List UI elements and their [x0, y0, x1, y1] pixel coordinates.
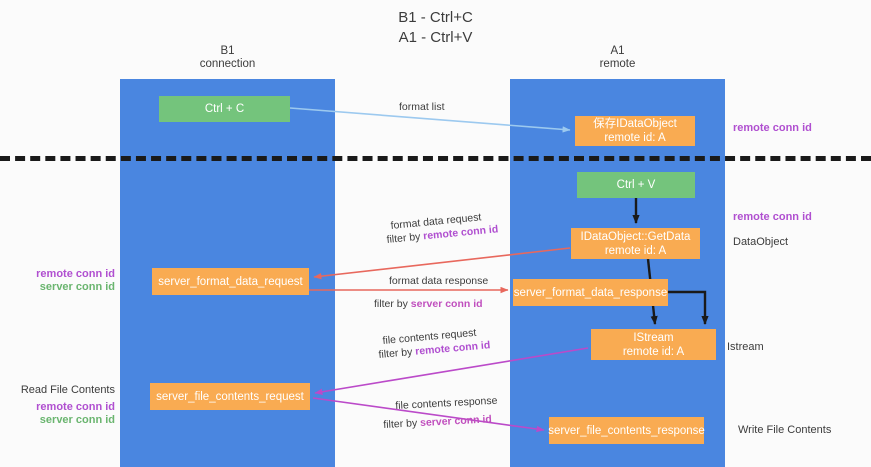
- lane-header-b1-name: B1: [220, 45, 235, 57]
- filter-prefix: filter by: [383, 417, 421, 431]
- phase-divider: [0, 156, 871, 161]
- edge-label-format-list: format list: [399, 101, 445, 113]
- node-server-file-contents-response-label: server_file_contents_response: [548, 424, 705, 437]
- note-text: remote conn id: [733, 211, 812, 223]
- note-right-istream: Istream: [727, 341, 764, 354]
- node-ctrl-c[interactable]: Ctrl + C: [159, 96, 290, 122]
- note-right-remote-conn-id-mid: remote conn id: [733, 211, 812, 224]
- node-idataobject-getdata-sublabel: remote id: A: [604, 244, 667, 257]
- title-line-1: B1 - Ctrl+C: [398, 9, 473, 26]
- note-text-remote: remote conn id: [36, 268, 115, 280]
- filter-prefix: filter by: [374, 298, 411, 310]
- lane-header-a1-name: A1: [610, 45, 625, 57]
- note-left-conn-ids-bottom: remote conn id server conn id: [20, 401, 115, 427]
- note-text-remote: remote conn id: [36, 401, 115, 413]
- edge-label-format-data-response-filter: filter by server conn id: [374, 297, 483, 311]
- node-server-file-contents-request-label: server_file_contents_request: [156, 390, 304, 403]
- note-text: remote conn id: [733, 122, 812, 134]
- note-text: Read File Contents: [20, 384, 115, 396]
- note-right-write-file-contents: Write File Contents: [738, 424, 831, 437]
- node-idataobject-getdata-label: IDataObject::GetData: [580, 230, 691, 243]
- node-save-idataobject-sublabel: remote id: A: [604, 132, 666, 144]
- node-ctrl-v[interactable]: Ctrl + V: [577, 172, 695, 198]
- lane-header-b1: B1 connection: [120, 45, 335, 71]
- lane-header-b1-subtitle: connection: [199, 58, 256, 70]
- node-save-idataobject-label: 保存IDataObject: [593, 118, 677, 130]
- note-right-remote-conn-id-top: remote conn id: [733, 122, 812, 135]
- filter-key-server-conn-id: server conn id: [419, 413, 493, 430]
- note-left-read-file-contents: Read File Contents: [20, 384, 115, 397]
- node-server-format-data-response[interactable]: server_format_data_response: [513, 279, 668, 306]
- lane-header-a1: A1 remote: [510, 45, 725, 71]
- filter-prefix: filter by: [378, 345, 416, 361]
- note-text-server: server conn id: [39, 414, 115, 426]
- node-istream[interactable]: IStream remote id: A: [591, 329, 716, 360]
- edge-label-file-contents-response-filter: filter by server conn id: [383, 412, 492, 432]
- page-title: B1 - Ctrl+C A1 - Ctrl+V: [0, 8, 871, 48]
- note-right-dataobject: DataObject: [733, 236, 788, 249]
- note-left-conn-ids-mid: remote conn id server conn id: [20, 268, 115, 294]
- node-save-idataobject[interactable]: 保存IDataObject remote id: A: [575, 116, 695, 146]
- note-text: Istream: [727, 341, 764, 353]
- node-idataobject-getdata[interactable]: IDataObject::GetData remote id: A: [571, 228, 700, 259]
- edge-label-file-contents-response: file contents response: [395, 394, 498, 412]
- node-istream-label: IStream: [633, 331, 674, 344]
- node-istream-sublabel: remote id: A: [622, 345, 685, 358]
- node-server-file-contents-request[interactable]: server_file_contents_request: [150, 383, 310, 410]
- note-text: DataObject: [733, 236, 789, 248]
- filter-prefix: filter by: [386, 230, 424, 246]
- node-server-format-data-response-label: server_format_data_response: [513, 286, 668, 299]
- title-line-2: A1 - Ctrl+V: [398, 29, 473, 46]
- node-ctrl-v-label: Ctrl + V: [616, 179, 656, 191]
- node-server-format-data-request[interactable]: server_format_data_request: [152, 268, 309, 295]
- node-server-format-data-request-label: server_format_data_request: [158, 275, 303, 288]
- lane-header-a1-subtitle: remote: [599, 58, 636, 70]
- note-text-server: server conn id: [39, 281, 115, 293]
- note-text: Write File Contents: [738, 424, 832, 436]
- edge-label-format-data-response: format data response: [389, 275, 489, 287]
- node-ctrl-c-label: Ctrl + C: [204, 103, 245, 115]
- node-server-file-contents-response[interactable]: server_file_contents_response: [548, 417, 705, 444]
- filter-key-server-conn-id: server conn id: [410, 298, 483, 310]
